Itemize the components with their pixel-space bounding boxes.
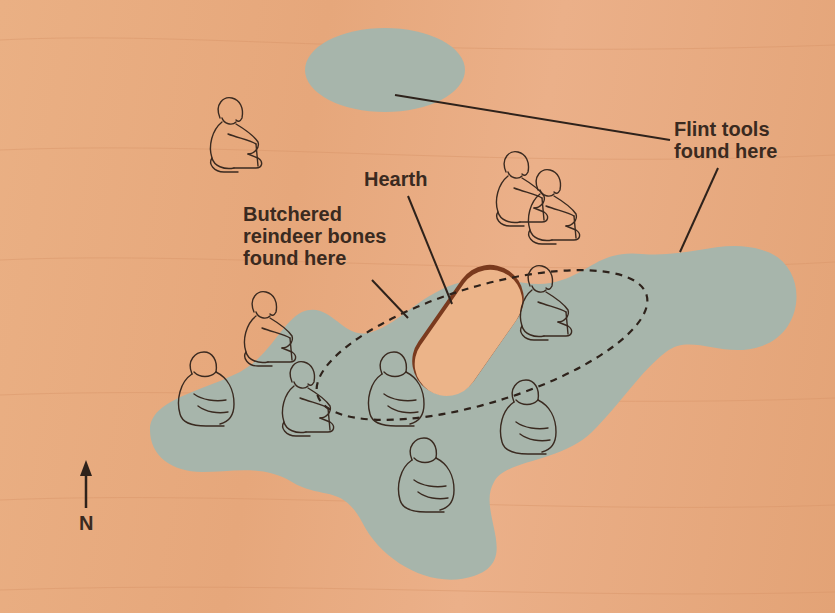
bones-label: Butchered reindeer bones found here — [243, 203, 393, 269]
hearth-label: Hearth — [364, 168, 454, 190]
flint-label: Flint tools found here — [674, 118, 804, 162]
north-label: N — [79, 512, 109, 534]
